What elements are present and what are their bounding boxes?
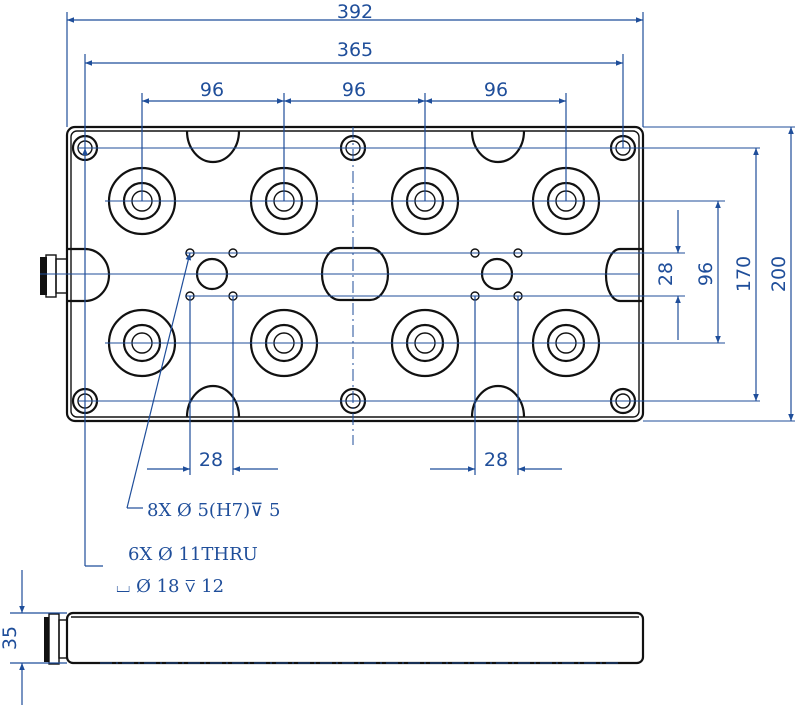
dim-overall-width: 392 [66,1,644,127]
dim-thickness: 35 [0,570,67,705]
pitch-3-label: 96 [484,79,508,101]
leader-pin-holes: 8X Ø 5(H7)⊽ 5 [126,252,280,521]
connector-left [40,254,68,298]
cup-features [107,166,601,378]
dim-right-170: 170 [733,148,759,401]
center-slot [320,246,390,302]
pitch-2-label: 96 [342,79,366,101]
dim-right-200: 200 [768,127,794,421]
dim-bottom-28-right: 28 [430,296,562,475]
inner-width-label: 365 [337,39,373,61]
cutout-left [67,247,111,303]
cutout-right [604,247,643,303]
dim-right-96: 96 [695,201,721,343]
plate-side-view [44,611,645,665]
dim-pitches: 96 96 96 [141,79,567,201]
overall-width-label: 392 [337,1,373,23]
counterbore-note: ⌴ Ø 18 ⊽ 12 [116,576,224,597]
thickness-label: 35 [0,626,21,650]
right-170-label: 170 [733,256,755,292]
cutout-top-right [470,130,526,164]
center-lines [40,126,795,445]
right-28-label: 28 [655,262,677,286]
dim-inner-width: 365 [84,39,624,148]
dim-right-28: 28 [655,210,681,340]
cutout-top-left [185,130,241,164]
cutout-bottom-left [185,384,241,418]
side-connector [44,613,68,665]
cutout-bottom-right [470,384,526,418]
leader-thru-holes: 6X Ø 11THRU ⌴ Ø 18 ⊽ 12 [82,148,258,597]
side-outline [65,611,645,665]
right-96-label: 96 [695,262,717,286]
bottom-28-left-label: 28 [199,449,223,471]
pin-holes-note: 8X Ø 5(H7)⊽ 5 [147,500,280,521]
dim-bottom-28-left: 28 [147,296,278,475]
pitch-1-label: 96 [200,79,224,101]
bottom-28-right-label: 28 [484,449,508,471]
thru-holes-note: 6X Ø 11THRU [128,544,258,565]
right-200-label: 200 [768,256,790,292]
